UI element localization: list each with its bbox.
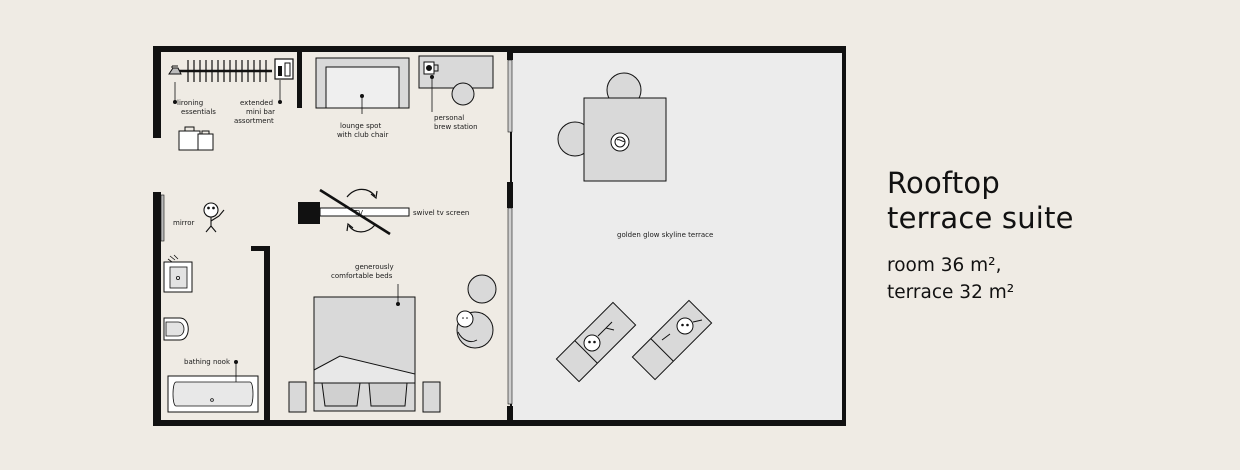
coffee-cup-icon — [610, 132, 630, 152]
beds-label-1: generously — [355, 263, 394, 271]
terrace-area: terrace 32 m² — [887, 282, 1015, 303]
double-bed — [313, 296, 416, 412]
swivel-label: swivel tv screen — [413, 209, 469, 217]
terrace-bottom-wall — [507, 420, 846, 426]
lounge-leader — [359, 94, 364, 114]
lounge-label-2: with club chair — [337, 131, 388, 139]
mirror-panel — [160, 194, 165, 242]
sunbather-right-icon — [661, 317, 703, 341]
iron-icon — [168, 65, 182, 75]
mirror-label: mirror — [173, 219, 195, 227]
sink-vanity — [163, 261, 193, 293]
ironing-label-1: lironing — [177, 99, 203, 107]
terrace-top-wall — [507, 46, 846, 52]
brew-leader — [429, 75, 434, 112]
tv-label: TV — [353, 209, 363, 217]
sun-lounger-right — [631, 299, 713, 381]
bath-leader — [233, 359, 238, 382]
ironing-leader — [172, 82, 177, 105]
ironing-label-2: essentials — [181, 108, 216, 116]
wardrobe-rail — [176, 60, 272, 82]
brew-label-2: brew station — [434, 123, 478, 131]
sunbather-left-icon — [583, 321, 615, 352]
beds-leader — [395, 284, 400, 306]
brew-label-1: personal — [434, 114, 464, 122]
minibar-label-1: extended — [240, 99, 273, 107]
beds-label-2: comfortable beds — [331, 272, 393, 280]
bath-label: bathing nook — [184, 358, 231, 366]
room-area: room 36 m², — [887, 255, 1002, 276]
faucet-icon — [167, 254, 179, 263]
club-chair — [315, 57, 410, 109]
bathtub — [167, 375, 259, 413]
minibar-icon — [274, 58, 294, 80]
toilet — [163, 317, 189, 341]
minibar-leader — [277, 80, 282, 105]
glass-partitions — [507, 59, 513, 405]
person-icon — [203, 202, 225, 233]
suite-area: room 36 m², terrace 32 m² — [887, 252, 1014, 306]
nightstand-right — [422, 381, 441, 413]
kettle-icon — [423, 61, 439, 75]
nightstand-left — [288, 381, 307, 413]
minibar-label-3: assortment — [234, 117, 274, 125]
rotate-arrows-icon — [346, 188, 378, 233]
room-walls — [153, 46, 513, 426]
tv-unit — [298, 188, 410, 236]
person-in-chair — [456, 310, 494, 349]
luggage-icon — [178, 126, 214, 151]
suite-title-line-1: Rooftop — [887, 166, 1000, 200]
terrace-label: golden glow skyline terrace — [617, 231, 713, 239]
minibar-label-2: mini bar — [246, 108, 275, 116]
terrace-right-wall — [842, 46, 846, 426]
lounge-label-1: lounge spot — [340, 122, 381, 130]
suite-title-line-2: terrace suite — [887, 201, 1074, 235]
side-table — [467, 274, 497, 304]
suite-title: Rooftop terrace suite — [887, 166, 1074, 236]
